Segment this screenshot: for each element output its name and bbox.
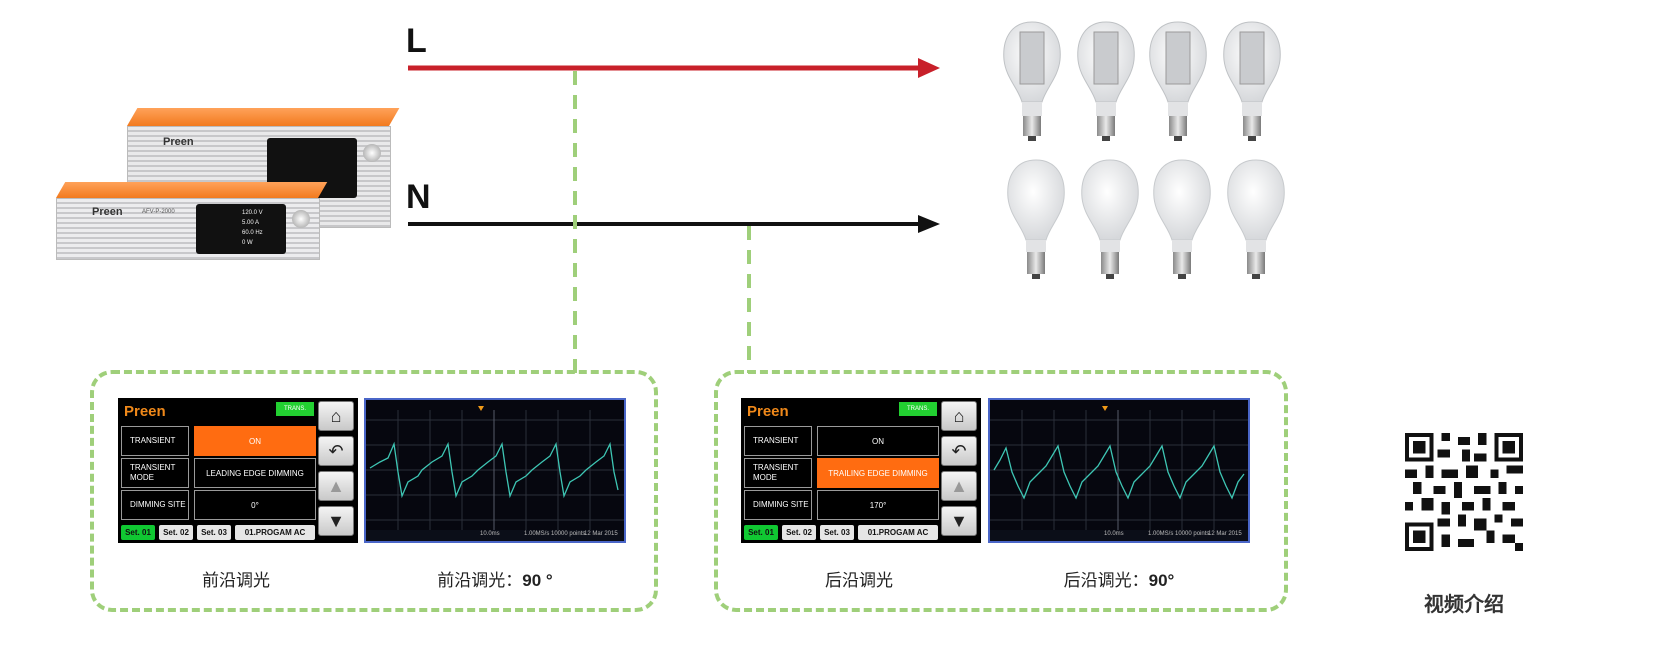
- led-bulb-4: [1223, 21, 1281, 141]
- back-icon[interactable]: ↶: [941, 436, 977, 466]
- row-label-transient-mode: TRANSIENT MODE: [744, 458, 812, 488]
- caption-trailing-edge: 后沿调光: [825, 571, 893, 590]
- led-bulb-3: [1149, 21, 1207, 141]
- caption-trailing-value: 90°: [1148, 571, 1175, 590]
- set-03-button[interactable]: Set. 03: [197, 525, 231, 540]
- scope-date: 12 Mar 2015: [1208, 531, 1242, 537]
- row-value-transient-mode[interactable]: LEADING EDGE DIMMING: [194, 458, 316, 488]
- scope-grid-right: [990, 406, 1248, 530]
- device-reading-3: 60.0 Hz: [242, 230, 263, 236]
- program-button[interactable]: 01.PROGAM AC: [858, 525, 938, 540]
- neutral-wire-arrow: [918, 215, 940, 233]
- control-screen-left: Preen TRANS. TRANSIENT ON TRANSIENT MODE…: [118, 398, 358, 543]
- scope-sample-rate: 1.00MS/s 10000 points: [524, 531, 586, 537]
- live-wire-arrow: [918, 58, 940, 78]
- device-reading-1: 120.0 V: [242, 210, 263, 216]
- neutral-wire-label: N: [406, 178, 431, 216]
- scope-sample-rate: 1.00MS/s 10000 points: [1148, 531, 1210, 537]
- row-value-transient-mode[interactable]: TRAILING EDGE DIMMING: [817, 458, 939, 488]
- row-label-transient: TRANSIENT: [121, 426, 189, 456]
- back-icon[interactable]: ↶: [318, 436, 354, 466]
- control-screen-right: Preen TRANS. TRANSIENT ON TRANSIENT MODE…: [741, 398, 981, 543]
- up-icon[interactable]: ▲: [941, 471, 977, 501]
- row-label-transient: TRANSIENT: [744, 426, 812, 456]
- caption-leading-edge-angle: 前沿调光：90 °: [420, 566, 570, 591]
- scope-grid-left: [366, 406, 624, 530]
- oscilloscope-left: 10.0ms 1.00MS/s 10000 points 12 Mar 2015: [364, 398, 626, 543]
- row-value-transient[interactable]: ON: [817, 426, 939, 456]
- home-icon[interactable]: ⌂: [941, 401, 977, 431]
- leading-edge-panel: [90, 370, 658, 612]
- frosted-bulb-2: [1081, 159, 1139, 279]
- trailing-edge-panel: [714, 370, 1288, 612]
- set-01-button[interactable]: Set. 01: [121, 525, 155, 540]
- down-icon[interactable]: ▼: [318, 506, 354, 536]
- device-reading-4: 0 W: [242, 240, 253, 246]
- device-brand-back: Preen: [163, 136, 194, 148]
- row-label-dimming-site: DIMMING SITE: [121, 490, 189, 520]
- program-button[interactable]: 01.PROGAM AC: [235, 525, 315, 540]
- set-03-button[interactable]: Set. 03: [820, 525, 854, 540]
- device-knob-front: [292, 210, 310, 228]
- device-display-front: 120.0 V 5.00 A 60.0 Hz 0 W: [196, 204, 286, 254]
- device-reading-2: 5.00 A: [242, 220, 260, 226]
- row-value-transient[interactable]: ON: [194, 426, 316, 456]
- set-01-button[interactable]: Set. 01: [744, 525, 778, 540]
- frosted-bulb-4: [1227, 159, 1285, 279]
- led-bulb-2: [1077, 21, 1135, 141]
- caption-leading-edge: 前沿调光: [202, 571, 270, 590]
- scope-footer-right: 10.0ms 1.00MS/s 10000 points 12 Mar 2015: [990, 530, 1248, 541]
- scope-timebase: 10.0ms: [480, 531, 500, 537]
- row-value-dimming-site[interactable]: 0°: [194, 490, 316, 520]
- device-knob-back: [363, 144, 381, 162]
- caption-leading-value: 90 °: [522, 571, 553, 590]
- row-value-dimming-site[interactable]: 170°: [817, 490, 939, 520]
- set-02-button[interactable]: Set. 02: [782, 525, 816, 540]
- caption-trailing-prefix: 后沿调光：: [1063, 571, 1149, 590]
- down-icon[interactable]: ▼: [941, 506, 977, 536]
- up-icon[interactable]: ▲: [318, 471, 354, 501]
- qr-caption: 视频介绍: [1424, 594, 1504, 616]
- set-02-button[interactable]: Set. 02: [159, 525, 193, 540]
- qr-code-icon[interactable]: [1405, 433, 1523, 551]
- waveform-left: [369, 441, 619, 499]
- power-supply-front: Preen AFV-P-2000 120.0 V 5.00 A 60.0 Hz …: [56, 182, 328, 260]
- caption-leading-prefix: 前沿调光：: [437, 571, 523, 590]
- row-label-transient-mode: TRANSIENT MODE: [121, 458, 189, 488]
- screen-mode-badge: TRANS.: [276, 402, 314, 416]
- screen-brand: Preen: [124, 403, 166, 420]
- scope-timebase: 10.0ms: [1104, 531, 1124, 537]
- waveform-right: [993, 444, 1245, 500]
- frosted-bulb-3: [1153, 159, 1211, 279]
- screen-brand: Preen: [747, 403, 789, 420]
- row-label-dimming-site: DIMMING SITE: [744, 490, 812, 520]
- live-wire-label: L: [406, 22, 427, 60]
- led-bulb-1: [1003, 21, 1061, 141]
- screen-mode-badge: TRANS.: [899, 402, 937, 416]
- home-icon[interactable]: ⌂: [318, 401, 354, 431]
- oscilloscope-right: 10.0ms 1.00MS/s 10000 points 12 Mar 2015: [988, 398, 1250, 543]
- scope-date: 12 Mar 2015: [584, 531, 618, 537]
- caption-trailing-edge-angle: 后沿调光：90°: [1044, 566, 1194, 591]
- device-model-front: AFV-P-2000: [142, 209, 175, 215]
- frosted-bulb-1: [1007, 159, 1065, 279]
- bulb-array: [1003, 21, 1285, 279]
- scope-footer-left: 10.0ms 1.00MS/s 10000 points 12 Mar 2015: [366, 530, 624, 541]
- device-brand-front: Preen: [92, 206, 123, 218]
